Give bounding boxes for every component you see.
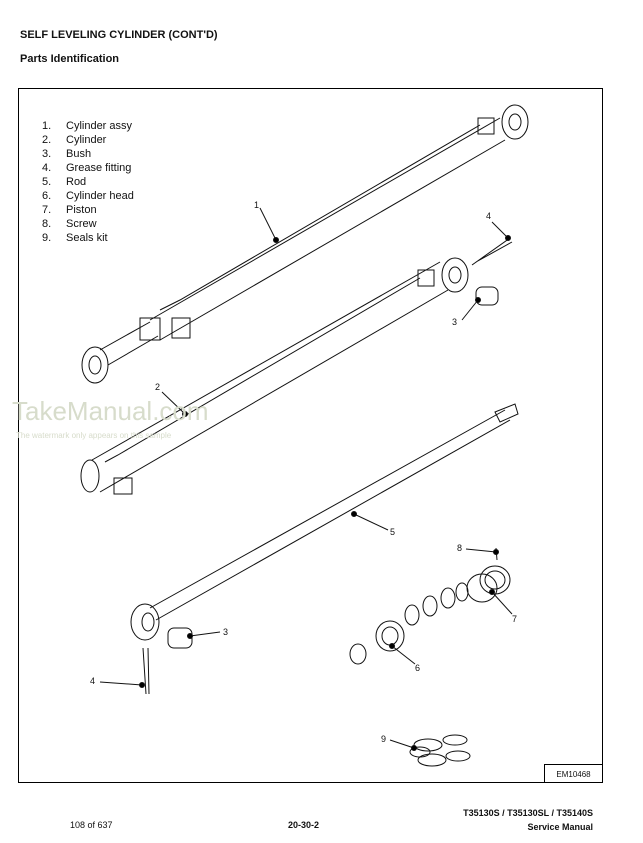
rod-drawing xyxy=(130,403,519,641)
seal-rings-drawing xyxy=(404,582,469,626)
manual-type: Service Manual xyxy=(527,822,593,832)
seals-kit-drawing xyxy=(409,734,471,767)
watermark-note: The watermark only appears on this sampl… xyxy=(16,431,172,440)
legend-item: 6.Cylinder head xyxy=(42,190,134,202)
legend-item: 4.Grease fitting xyxy=(42,162,132,174)
piston-drawing xyxy=(466,565,511,603)
cylinder-drawing xyxy=(80,257,469,495)
bush-drawing xyxy=(167,286,499,649)
callout-3: 3 xyxy=(452,317,457,327)
figure-frame xyxy=(18,88,603,783)
callout-3b: 3 xyxy=(223,627,228,637)
legend-item: 3.Bush xyxy=(42,148,92,160)
section-subtitle: Parts Identification xyxy=(20,53,120,65)
callout-leaders xyxy=(99,207,513,751)
legend-item: 9.Seals kit xyxy=(42,232,108,244)
parts-legend: 1.Cylinder assy 2.Cylinder 3.Bush 4.Grea… xyxy=(42,119,134,245)
legend-item: 7.Piston xyxy=(42,204,97,216)
footer-models: T35130S / T35130SL / T35140S Service Man… xyxy=(463,806,593,834)
callout-2: 2 xyxy=(155,382,160,392)
callout-5: 5 xyxy=(390,527,395,537)
model-numbers: T35130S / T35130SL / T35140S xyxy=(463,808,593,818)
legend-item: 5.Rod xyxy=(42,176,87,188)
callout-6: 6 xyxy=(415,663,420,673)
cylinder-head-drawing xyxy=(349,620,405,665)
callout-8: 8 xyxy=(457,543,462,553)
grease-fitting-drawing xyxy=(471,237,513,266)
figure-id: EM10468 xyxy=(544,764,602,783)
legend-item: 8.Screw xyxy=(42,218,97,230)
callout-9: 9 xyxy=(381,734,386,744)
callout-4b: 4 xyxy=(90,676,95,686)
legend-item: 1.Cylinder assy xyxy=(42,120,133,132)
callout-1: 1 xyxy=(254,200,259,210)
watermark-brand: TakeManual.com xyxy=(12,396,209,426)
section-number: 20-30-2 xyxy=(288,820,320,830)
callout-7: 7 xyxy=(512,614,517,624)
callout-4: 4 xyxy=(486,211,491,221)
section-title: SELF LEVELING CYLINDER (CONT'D) xyxy=(20,29,218,41)
legend-item: 2.Cylinder xyxy=(42,134,107,146)
grease-fitting-drawing xyxy=(142,647,150,695)
cylinder-assembly-drawing xyxy=(81,104,529,384)
page-counter: 108 of 637 xyxy=(70,820,113,830)
